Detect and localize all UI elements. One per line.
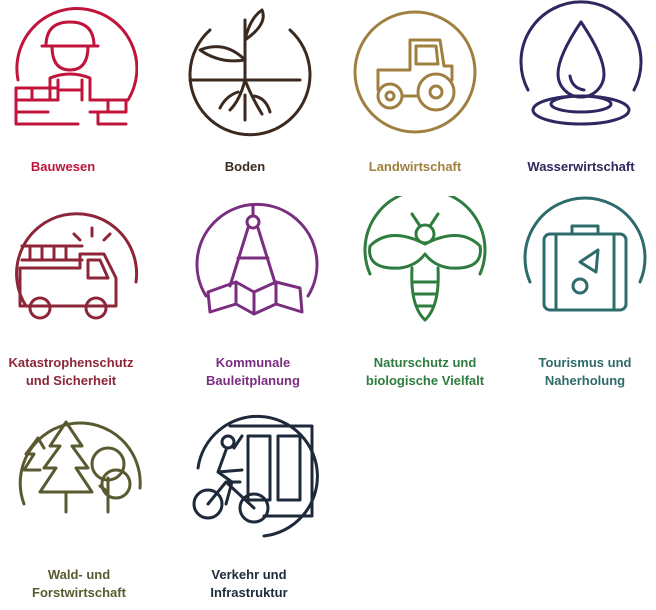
topic-tourismus[interactable]: Tourismus und Naherholung <box>510 196 656 388</box>
tractor-icon <box>353 10 477 134</box>
topic-label: Katastrophenschutz und Sicherheit <box>8 355 134 388</box>
topic-katastrophenschutz[interactable]: Katastrophenschutz und Sicherheit <box>0 196 146 388</box>
topic-label: Verkehr und Infrastruktur <box>210 567 288 600</box>
topic-verkehr-infrastruktur[interactable]: Verkehr und Infrastruktur <box>174 408 324 600</box>
topic-label: Bauwesen <box>30 159 96 174</box>
topic-wasserwirtschaft[interactable]: Wasserwirtschaft <box>506 0 656 174</box>
topic-boden[interactable]: Boden <box>170 0 320 174</box>
topic-label: Kommunale Bauleitplanung <box>206 355 300 388</box>
topic-bauwesen[interactable]: Bauwesen <box>0 0 138 174</box>
suitcase-icon <box>523 196 647 312</box>
topic-naturschutz[interactable]: Naturschutz und biologische Vielfalt <box>350 196 500 388</box>
soil-roots-icon <box>188 8 312 137</box>
bicycle-bus-icon <box>192 414 319 538</box>
topic-kommunale-bauleitplanung[interactable]: Kommunale Bauleitplanung <box>178 196 328 388</box>
topic-label: Tourismus und Naherholung <box>538 355 632 388</box>
topic-wald-forstwirtschaft[interactable]: Wald- und Forstwirtschaft <box>4 408 154 600</box>
topic-label: Landwirtschaft <box>368 159 462 174</box>
topic-label: Naturschutz und biologische Vielfalt <box>365 355 485 388</box>
topic-label: Boden <box>224 159 266 174</box>
construction-worker-icon <box>14 7 138 126</box>
water-drop-icon <box>519 0 643 126</box>
topic-label: Wald- und Forstwirtschaft <box>32 567 126 600</box>
topic-landwirtschaft[interactable]: Landwirtschaft <box>340 0 490 174</box>
forest-trees-icon <box>18 420 142 514</box>
bee-icon <box>363 196 487 322</box>
fire-truck-icon <box>15 212 139 320</box>
topic-label: Wasserwirtschaft <box>527 159 635 174</box>
compass-map-icon <box>195 202 319 316</box>
